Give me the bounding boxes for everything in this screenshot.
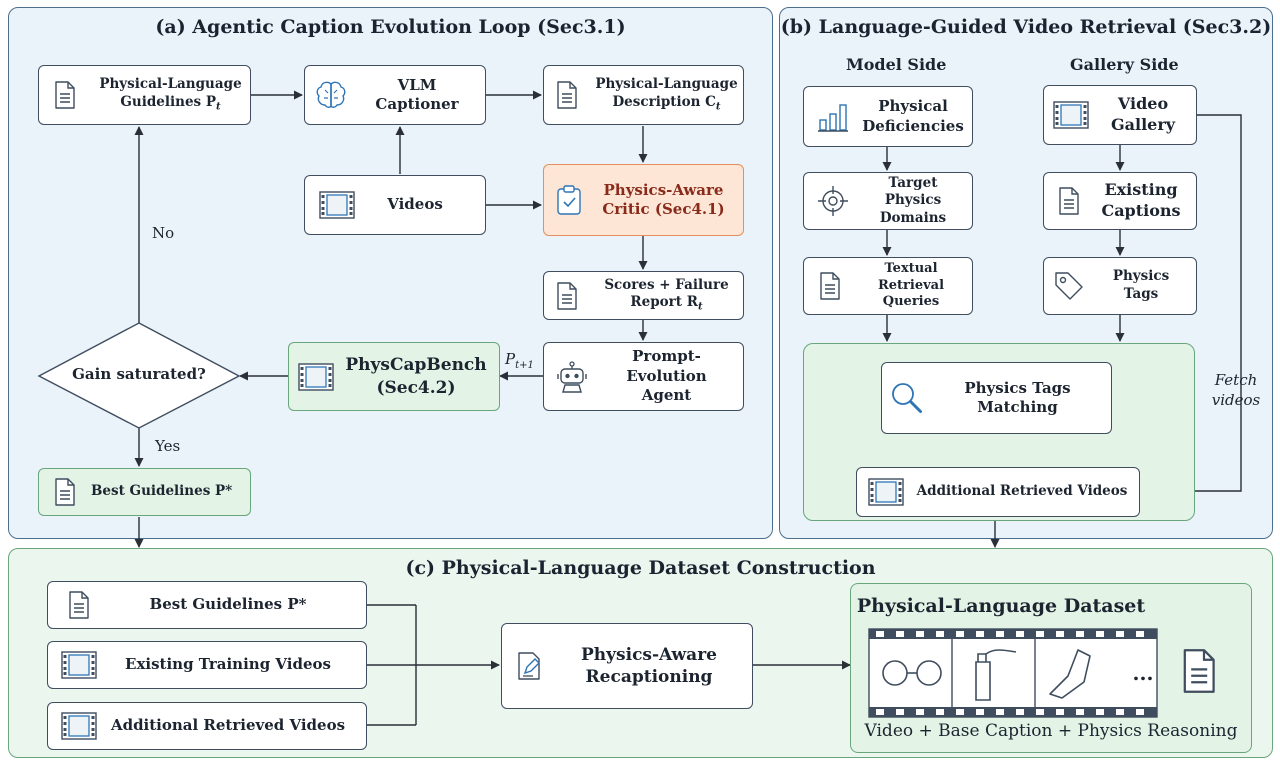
domains-box: Target Physics Domains	[803, 172, 973, 230]
no-label: No	[152, 224, 175, 242]
retrieved-box: Additional Retrieved Videos	[856, 467, 1140, 517]
guidelines-label: Physical-Language Guidelines Pt	[99, 76, 242, 113]
document-icon	[53, 80, 77, 110]
c-best-guidelines-box: Best Guidelines P*	[47, 581, 367, 629]
crosshair-target-icon	[817, 185, 849, 217]
videos-box: Videos	[304, 175, 486, 235]
retrieved-label: Additional Retrieved Videos	[916, 483, 1128, 500]
vlm-captioner-box: VLM Captioner	[304, 65, 486, 125]
edit-document-icon	[516, 651, 544, 681]
c-training-videos-label: Existing Training Videos	[125, 655, 331, 674]
film-icon	[868, 478, 904, 506]
recaption-box: Physics-Aware Recaptioning	[501, 623, 753, 709]
film-icon	[61, 651, 97, 679]
vlm-captioner-label: VLM Captioner	[375, 75, 459, 114]
bar-chart-icon	[817, 102, 849, 132]
document-icon	[1180, 647, 1218, 695]
brain-icon	[315, 80, 347, 110]
panel-a-title: (a) Agentic Caption Evolution Loop (Sec3…	[155, 16, 626, 38]
document-icon	[555, 281, 579, 311]
dataset-ellipsis: ...	[1132, 661, 1154, 685]
matching-label: Physics Tags Matching	[964, 378, 1071, 417]
document-icon	[53, 477, 77, 507]
tags-box: Physics Tags	[1043, 257, 1197, 315]
best-guidelines-label: Best Guidelines P*	[91, 483, 233, 500]
panel-b-title: (b) Language-Guided Video Retrieval (Sec…	[780, 16, 1272, 38]
videos-label: Videos	[387, 195, 443, 214]
edge-label-pt1: Pt+1	[505, 350, 534, 371]
document-icon	[1057, 186, 1081, 216]
queries-label: Textual Retrieval Queries	[877, 260, 945, 310]
dataset-film-strip	[868, 628, 1158, 718]
dataset-title: Physical-Language Dataset	[856, 595, 1146, 617]
document-icon	[67, 590, 91, 620]
recaption-label: Physics-Aware Recaptioning	[581, 644, 717, 687]
report-label: Scores + Failure Report Rt	[604, 276, 729, 314]
gallery-side-heading: Gallery Side	[1070, 55, 1179, 74]
document-icon	[818, 271, 842, 301]
guidelines-box: Physical-Language Guidelines Pt	[38, 65, 251, 125]
best-guidelines-box: Best Guidelines P*	[38, 468, 251, 516]
decision-diamond	[37, 322, 241, 429]
description-label: Physical-Language Description Ct	[595, 76, 738, 113]
magnifier-icon	[890, 381, 924, 415]
physcapbench-label: PhysCapBench (Sec4.2)	[345, 355, 487, 398]
captions-box: Existing Captions	[1043, 172, 1197, 230]
document-icon	[555, 80, 579, 110]
captions-label: Existing Captions	[1101, 180, 1181, 220]
film-icon	[61, 712, 97, 740]
film-icon	[1053, 101, 1089, 129]
c-additional-videos-box: Additional Retrieved Videos	[47, 702, 367, 750]
critic-label: Physics-Aware Critic (Sec4.1)	[602, 180, 725, 219]
yes-label: Yes	[155, 437, 181, 455]
agent-label: Prompt-Evolution Agent	[626, 347, 707, 405]
fetch-videos-label: Fetch videos	[1211, 371, 1261, 410]
agent-box: Prompt-Evolution Agent	[543, 342, 744, 411]
panel-c-title: (c) Physical-Language Dataset Constructi…	[405, 557, 876, 579]
description-box: Physical-Language Description Ct	[543, 65, 744, 125]
report-box: Scores + Failure Report Rt	[543, 271, 744, 320]
c-additional-videos-label: Additional Retrieved Videos	[110, 716, 346, 735]
model-side-heading: Model Side	[846, 55, 947, 74]
tag-icon	[1053, 270, 1085, 302]
film-icon	[298, 363, 334, 391]
dataset-caption: Video + Base Caption + Physics Reasoning	[864, 721, 1238, 741]
matching-box: Physics Tags Matching	[881, 362, 1112, 434]
queries-box: Textual Retrieval Queries	[803, 257, 973, 315]
robot-icon	[557, 361, 587, 393]
critic-box: Physics-Aware Critic (Sec4.1)	[543, 164, 744, 236]
domains-label: Target Physics Domains	[879, 174, 947, 226]
deficiencies-box: Physical Deficiencies	[803, 86, 973, 147]
c-training-videos-box: Existing Training Videos	[47, 641, 367, 689]
tags-label: Physics Tags	[1112, 268, 1170, 302]
gallery-label: Video Gallery	[1110, 94, 1176, 134]
physcapbench-box: PhysCapBench (Sec4.2)	[288, 342, 500, 411]
deficiencies-label: Physical Deficiencies	[862, 97, 964, 135]
gallery-box: Video Gallery	[1043, 85, 1197, 145]
film-icon	[319, 191, 355, 219]
c-best-guidelines-label: Best Guidelines P*	[149, 595, 307, 614]
decision-label: Gain saturated?	[72, 365, 206, 383]
clipboard-check-icon	[556, 185, 582, 215]
